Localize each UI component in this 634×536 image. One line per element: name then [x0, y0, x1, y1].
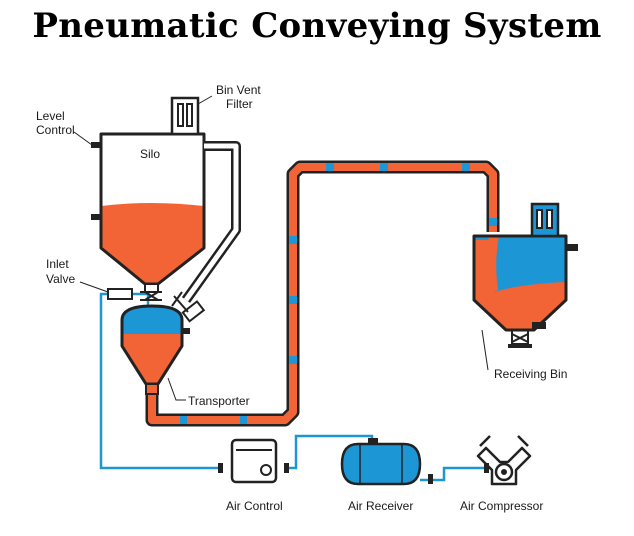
transporter	[120, 304, 190, 395]
bin-vent-filter-box	[170, 96, 200, 136]
page-title: Pneumatic Conveying System	[32, 6, 602, 46]
receiving-bin-sensor-bottom	[532, 322, 546, 329]
transporter-outlet	[145, 383, 159, 395]
inlet-valve	[107, 288, 162, 301]
level-sensor-bottom	[91, 214, 101, 220]
air-control	[218, 438, 289, 484]
receiving-bin	[472, 202, 578, 348]
receiving-bin-material	[474, 240, 566, 330]
air-compressor-label: Air Compressor	[460, 499, 543, 513]
air-receiver	[340, 438, 433, 486]
receiving-bin-filter	[530, 202, 560, 238]
air-compressor	[476, 435, 532, 486]
filter-element	[186, 103, 193, 127]
silo-label: Silo	[140, 147, 160, 161]
conveying-line	[145, 160, 500, 427]
air-receiver-label: Air Receiver	[348, 499, 413, 513]
bin-vent-filter-label-2: Filter	[226, 97, 253, 111]
inlet-valve-label-2: Valve	[46, 272, 75, 286]
bin-vent-filter-label-1: Bin Vent	[216, 83, 261, 97]
air-control-label: Air Control	[226, 499, 283, 513]
vent-valve	[171, 291, 206, 323]
receiving-bin-label: Receiving Bin	[494, 367, 567, 381]
leader-lines	[73, 95, 489, 401]
receiving-bin-sensor-top	[566, 244, 578, 251]
level-control-label-2: Control	[36, 123, 75, 137]
transporter-outline	[120, 304, 184, 386]
transporter-material	[122, 334, 182, 384]
silo-outlet	[144, 283, 159, 293]
receiving-bin-outline	[472, 234, 568, 332]
transporter-label: Transporter	[188, 394, 250, 408]
level-sensor-top	[91, 142, 101, 148]
inlet-valve-label-1: Inlet	[46, 257, 69, 271]
bin-vent-filter	[170, 96, 200, 136]
transporter-sensor	[182, 328, 190, 334]
filter-element	[177, 103, 184, 127]
transporter-air	[122, 306, 182, 334]
silo-material	[101, 203, 204, 284]
air-line-to-inlet	[99, 292, 218, 470]
level-control-label-1: Level	[36, 109, 65, 123]
vent-pipe	[181, 141, 241, 303]
